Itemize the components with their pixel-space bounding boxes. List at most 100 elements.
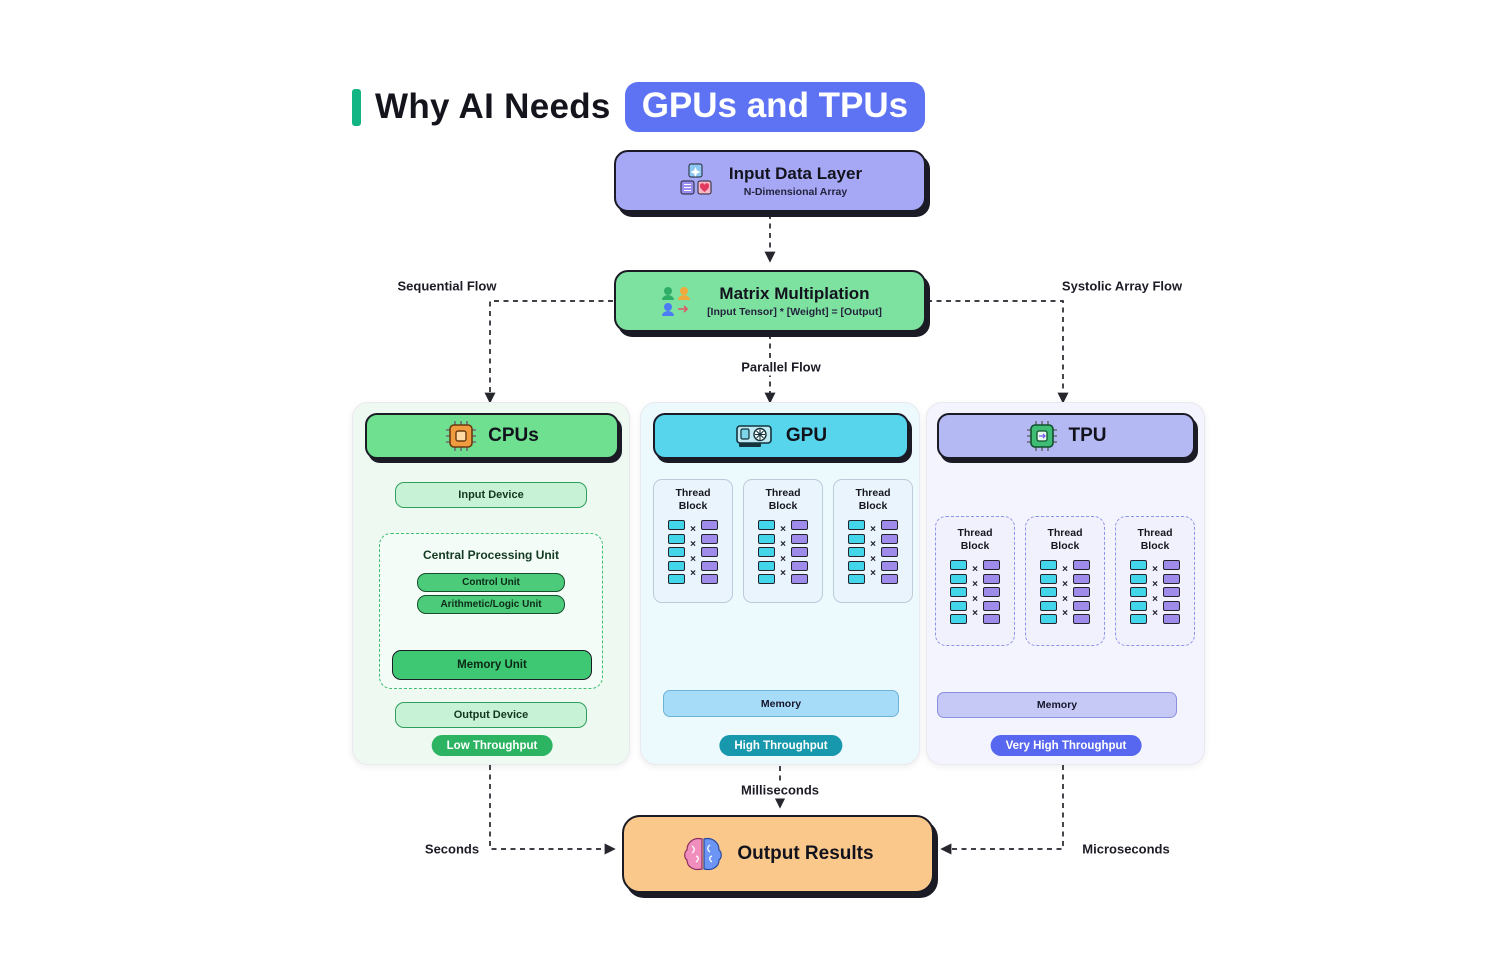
gpu-panel: GPU Thread Block ×××× Thread Block [640,402,920,765]
tensor-cell [848,533,866,544]
thread-block-cells: ×××× [654,520,732,585]
memory-unit: Memory Unit [392,650,592,680]
weight-cell [880,574,898,585]
cpu-title: CPUs [488,425,539,446]
cpu-output-device: Output Device [395,702,587,728]
microseconds-label: Microseconds [1077,840,1175,858]
multiply-symbol: × [690,524,696,536]
tensor-cell [1130,560,1148,571]
input-layer-title: Input Data Layer [728,164,863,183]
multiply-symbol: × [870,553,876,565]
tpu-memory-bar: Memory [937,692,1177,718]
central-processing-unit-box: Central Processing Unit Control Unit Ari… [379,533,603,689]
tensor-cell [1040,614,1058,625]
multiply-symbol: × [870,568,876,580]
milliseconds-label: Milliseconds [735,781,825,799]
multiply-column: ×××× [1062,560,1068,624]
thread-block-label: Thread Block [675,487,711,513]
seconds-label: Seconds [419,840,485,858]
weight-cell [880,547,898,558]
thread-block-cells: ×××× [1026,560,1104,625]
weight-cell [790,560,808,571]
weight-cells-column [982,560,1000,625]
thread-block-cells: ×××× [744,520,822,585]
weight-cell [790,547,808,558]
cpu-panel: CPUs Input Device Central Processing Uni… [352,402,630,765]
systolic-flow-label: Systolic Array Flow [1056,277,1188,295]
multiply-symbol: × [870,524,876,536]
tpu-chip-icon [1026,421,1057,451]
multiply-column: ×××× [780,520,786,584]
gpu-title: GPU [785,425,828,446]
input-cells-column [848,520,866,585]
tensor-cell [848,547,866,558]
weight-cells-column [1072,560,1090,625]
tensor-cell [1040,587,1058,598]
tensor-cell [668,574,686,585]
tpu-thread-block-3: Thread Block ×××× [1115,516,1195,646]
tensor-cell [668,533,686,544]
tpu-throughput-badge: Very High Throughput [990,735,1142,756]
tensor-cell [848,574,866,585]
parallel-flow-label: Parallel Flow [736,358,826,376]
thread-block-label: Thread Block [855,487,891,513]
multiply-symbol: × [1062,593,1068,605]
weight-cell [1162,560,1180,571]
weight-cell [982,587,1000,598]
multiply-symbol: × [1152,564,1158,576]
multiply-symbol: × [1152,608,1158,620]
page-title: Why AI Needs GPUs and TPUs [352,82,926,132]
tensor-cell [848,520,866,531]
gpu-header: GPU [653,413,909,459]
tpu-thread-block-2: Thread Block ×××× [1025,516,1105,646]
weight-cell [700,547,718,558]
weight-cell [1072,600,1090,611]
input-cells-column [950,560,968,625]
thread-block-label: Thread Block [1137,527,1173,553]
multiply-column: ×××× [690,520,696,584]
weight-cell [700,574,718,585]
gpu-card-icon [736,425,772,447]
matrix-multiplication-node: Matrix Multiplation [Input Tensor] * [We… [614,270,926,332]
tpu-memory-label: Memory [1036,699,1078,711]
tensor-cell [1130,600,1148,611]
thread-block-label: Thread Block [1047,527,1083,553]
cpu-header: CPUs [365,413,619,459]
thread-block-cells: ×××× [1116,560,1194,625]
weight-cell [982,614,1000,625]
tensor-cell [1040,600,1058,611]
input-cells-column [758,520,776,585]
gpu-memory-bar: Memory [663,690,899,717]
multiply-column: ×××× [972,560,978,624]
tensor-cell [668,520,686,531]
tensor-cell [950,573,968,584]
multiply-symbol: × [780,538,786,550]
tensor-cell [758,520,776,531]
cpu-throughput-badge: Low Throughput [431,735,553,756]
weight-cell [700,560,718,571]
brain-icon [684,837,723,871]
data-blocks-icon [680,163,712,195]
gpu-thread-block-1: Thread Block ×××× [653,479,733,603]
tensor-cell [1040,560,1058,571]
memory-unit-label: Memory Unit [457,659,527,671]
people-icon [662,287,691,316]
multiply-symbol: × [1062,564,1068,576]
tensor-cell [758,533,776,544]
weight-cell [1072,587,1090,598]
tensor-cell [1130,587,1148,598]
tensor-cell [950,614,968,625]
tensor-cell [758,574,776,585]
weight-cell [1162,600,1180,611]
tensor-cell [1130,573,1148,584]
multiply-symbol: × [690,538,696,550]
tpu-header: TPU [937,413,1195,459]
multiply-symbol: × [1152,578,1158,590]
weight-cell [1072,614,1090,625]
weight-cell [790,574,808,585]
weight-cells-column [880,520,898,585]
tensor-cell [950,587,968,598]
weight-cell [1072,560,1090,571]
tpu-thread-block-1: Thread Block ×××× [935,516,1015,646]
